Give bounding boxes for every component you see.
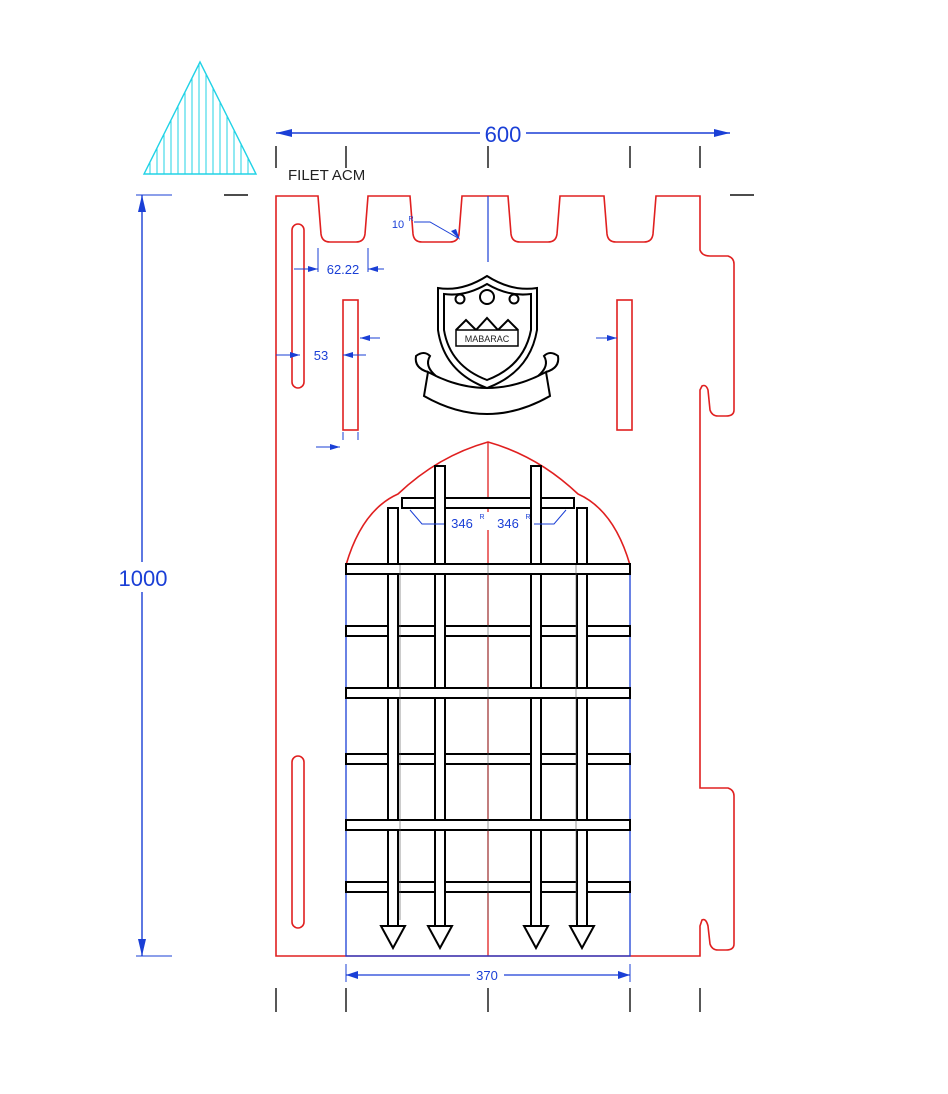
width-dimension-text: 600 [485,122,522,147]
portcullis-spike [568,925,596,951]
arch-radius-left-suffix: R [479,514,484,521]
filet-label: FILET ACM [288,167,365,184]
merlon-radius-suffix: R [408,216,413,223]
merlon-radius-text: 10 [392,219,404,231]
arch-radius-right-suffix: R [525,514,530,521]
bottom-reference-ticks [275,988,701,1012]
height-dimension: 1000 [110,194,176,957]
height-dimension-text: 1000 [119,566,168,591]
width-dimension: 600 [276,120,730,147]
notch-gap-dimension: 62.22 [294,248,384,277]
slot-offset-text: 53 [314,348,328,363]
left-slot-top [291,223,305,389]
portcullis-spike [426,925,454,951]
crest-banner-text: MABARAC [465,334,510,344]
slot-offset-dimension: 53 [276,335,617,450]
gate-width-text: 370 [476,968,498,983]
panel-outline [275,195,735,957]
portcullis-grid [345,465,631,951]
portcullis-spike [379,925,407,951]
inner-slot-left [342,299,359,431]
inner-slot-right [616,299,633,431]
crest-emblem: MABARAC [414,274,560,415]
portcullis-spike [522,925,550,951]
notch-gap-text: 62.22 [327,262,360,277]
arch-radius-left-text: 346 [451,516,473,531]
gate-width-dimension: 370 [345,964,631,984]
left-slot-bottom [291,755,305,929]
arch-radius-right-text: 346 [497,516,519,531]
top-reference-ticks [224,146,754,196]
portcullis-horizontal-bar [401,497,575,509]
arch-radius-dimensions: 346 R 346 R [409,509,567,531]
merlon-radius-dimension: 10 R [392,216,460,240]
hatched-triangle [142,60,258,175]
